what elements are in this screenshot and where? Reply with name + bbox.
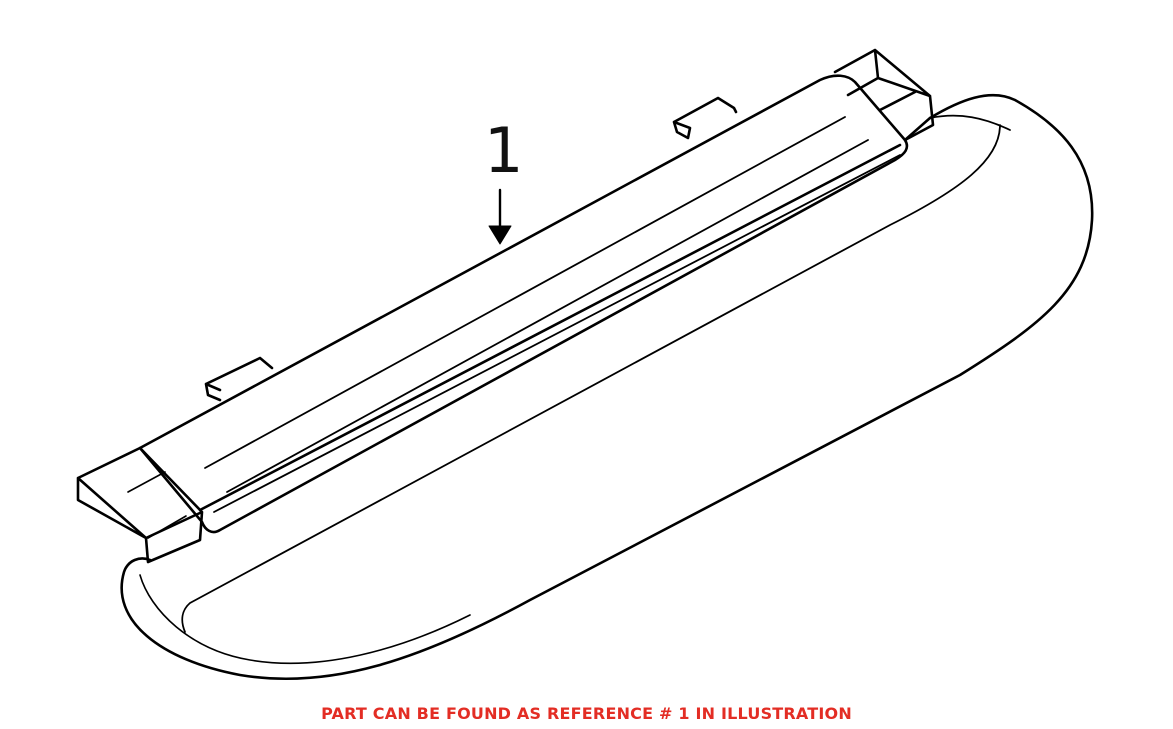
cover-lower-edge <box>198 116 932 512</box>
callout-arrowhead <box>488 225 512 245</box>
reference-caption: PART CAN BE FOUND AS REFERENCE # 1 IN IL… <box>321 704 852 723</box>
left-tab-detail <box>127 471 166 493</box>
lens-housing-outline <box>120 93 1094 681</box>
cover-rib-3 <box>213 154 901 513</box>
upper-mounting-clip <box>672 96 738 140</box>
lower-mounting-clip <box>204 356 274 402</box>
cover-rib-1 <box>204 116 846 469</box>
top-cover-outline <box>138 74 909 534</box>
left-tab-detail-2 <box>147 515 187 539</box>
part-reference-number: 1 <box>484 114 524 187</box>
right-end-tab <box>833 48 935 142</box>
lens-lower-lip <box>139 574 471 665</box>
cover-rib-2 <box>226 139 869 493</box>
lens-inner-edge <box>181 114 1011 633</box>
left-end-tab <box>76 446 204 564</box>
